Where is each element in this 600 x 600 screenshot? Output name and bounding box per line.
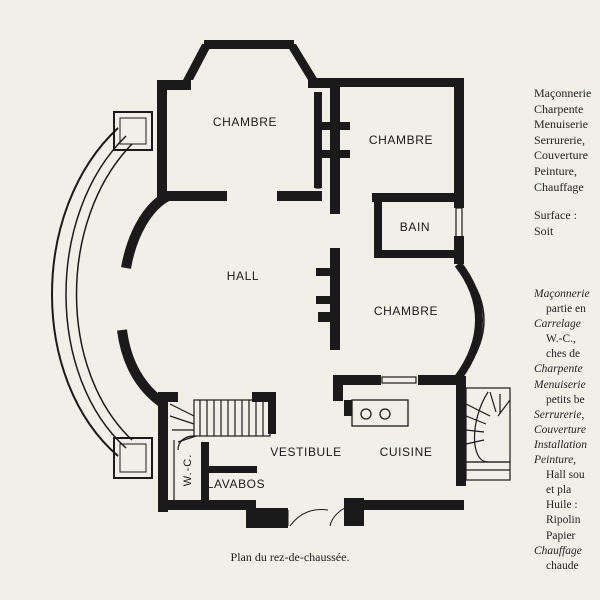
windows: [185, 41, 463, 508]
side-text-line: Peinture,: [534, 163, 577, 178]
side-text-line: Charpente: [534, 101, 584, 116]
side-text-line: Serrurerie,: [534, 408, 585, 421]
side-text-line: Couverture: [534, 423, 586, 436]
side-text-line: Peinture,: [534, 454, 577, 467]
terrace-arc: [51, 127, 133, 457]
side-text-line: Charpente: [534, 363, 583, 376]
side-text-line: Menuiserie: [534, 117, 588, 132]
side-text-line: petits be: [546, 393, 585, 406]
side-text-line: W.-C.,: [546, 333, 576, 346]
staircase-right: [465, 387, 511, 481]
kitchen-stove: [351, 399, 409, 427]
side-text-line: Maçonnerie: [534, 86, 592, 100]
side-text-line: Maçonnerie: [534, 288, 590, 300]
side-text-line: Papier: [546, 529, 576, 542]
label-wc: W.-C.: [182, 454, 194, 487]
terrace-pillars: [113, 111, 153, 479]
side-text-line: partie en: [546, 303, 586, 316]
side-text-line: Huile :: [546, 499, 578, 512]
side-text-line: Menuiserie: [534, 378, 586, 391]
label-vestibule: VESTIBULE: [270, 445, 341, 459]
side-text-line: Soit: [534, 223, 554, 238]
side-text-line: Hall sou: [546, 469, 585, 482]
side-text-line: Chauffage: [534, 179, 584, 194]
label-hall: HALL: [227, 269, 259, 283]
side-text-line: chaude: [546, 559, 579, 572]
side-text-line: et pla: [546, 484, 572, 497]
walls: [117, 40, 485, 528]
side-text-line: Chauffage: [534, 544, 582, 557]
side-text-line: ches de: [546, 348, 581, 361]
label-lavabos: LAVABOS: [207, 477, 265, 491]
side-text-line: Installation: [534, 438, 588, 451]
door-swings: [287, 505, 351, 527]
side-surface-list: Surface :Soit: [534, 208, 600, 239]
side-text-line: Couverture: [534, 148, 588, 163]
label-chambre-top-right: CHAMBRE: [369, 133, 433, 147]
side-text-line: Serrurerie,: [534, 132, 585, 147]
side-text-line: Surface :: [534, 208, 577, 222]
staircase-left: [169, 399, 271, 451]
plan-caption: Plan du rez-de-chaussée.: [230, 550, 350, 564]
label-chambre-right: CHAMBRE: [374, 304, 438, 318]
label-chambre-top-left: CHAMBRE: [213, 115, 277, 129]
label-bain: BAIN: [400, 220, 430, 234]
side-text-line: Carrelage: [534, 318, 581, 331]
label-cuisine: CUISINE: [380, 445, 433, 459]
side-text-line: Ripolin: [546, 514, 581, 527]
